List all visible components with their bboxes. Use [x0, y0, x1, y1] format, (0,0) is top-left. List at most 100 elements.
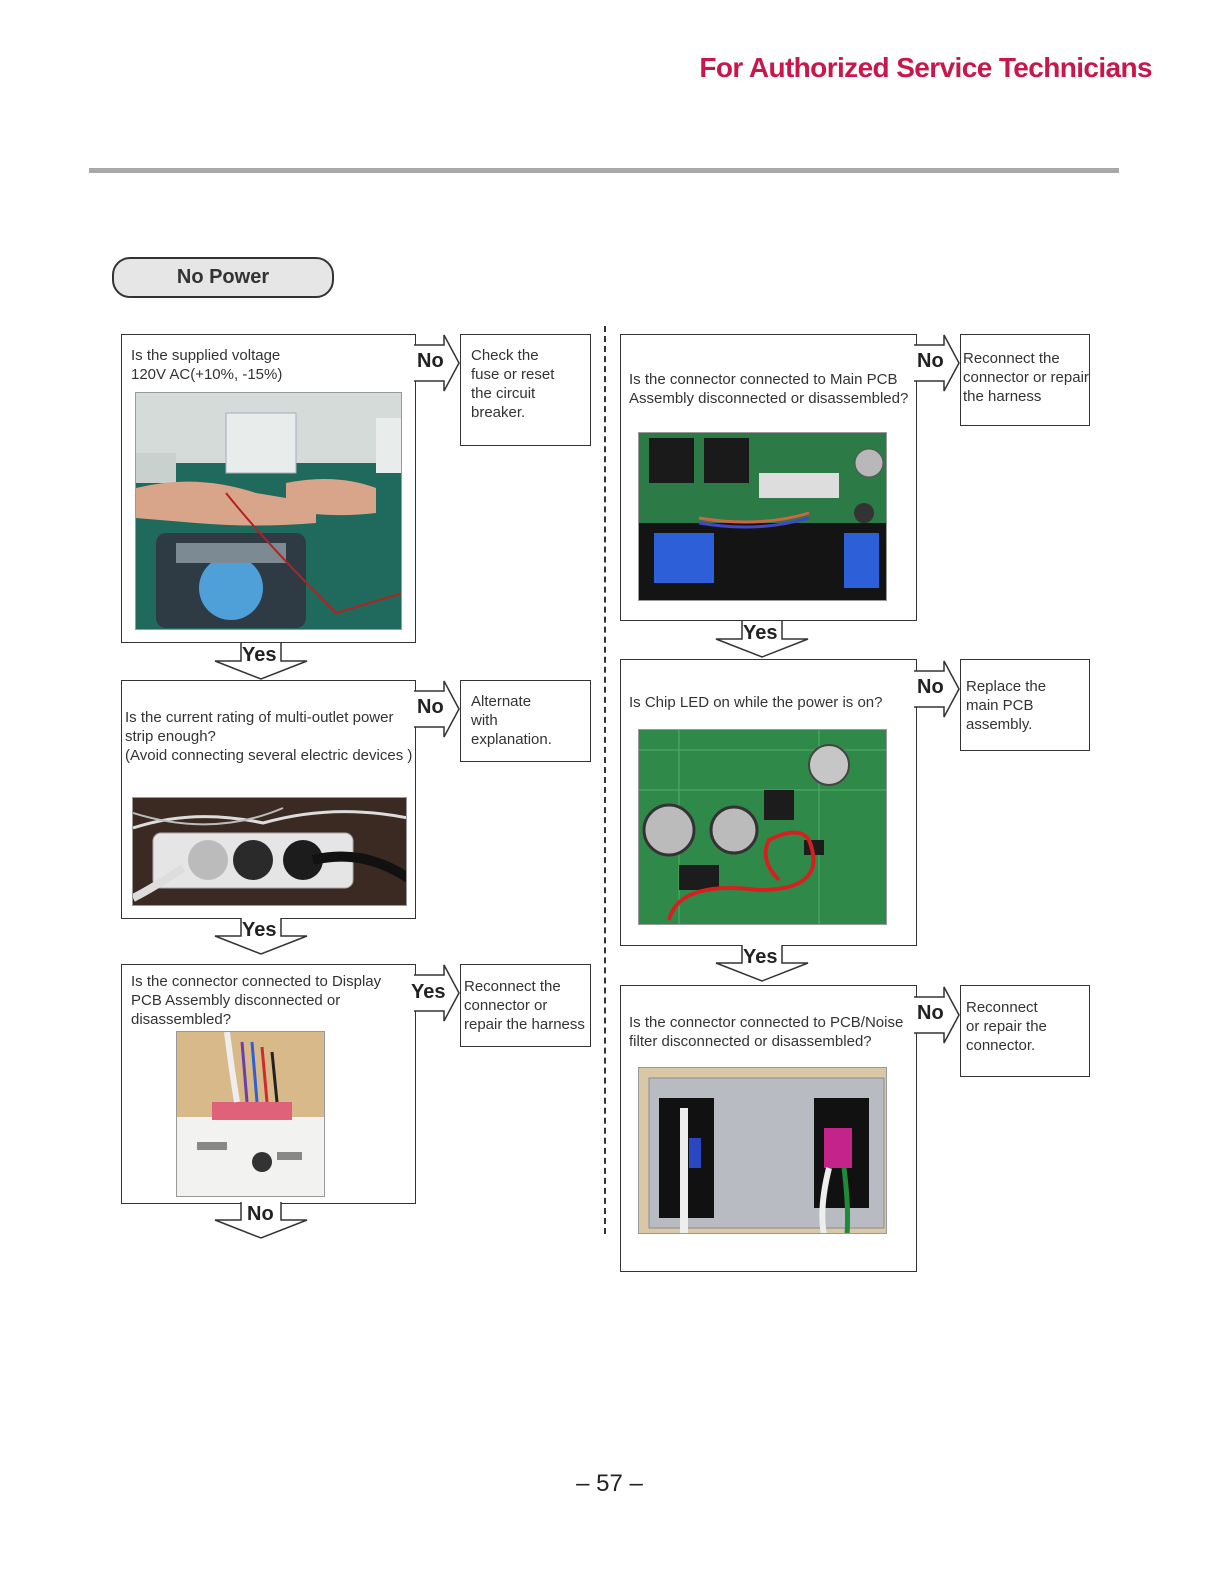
header-rule — [89, 168, 1119, 173]
right-answer-box-3: Reconnect or repair the connector. — [960, 985, 1090, 1077]
right-answer-1-text: Reconnect the connector or repair the ha… — [963, 349, 1089, 406]
text-line: Check the — [471, 347, 539, 364]
left-question-2-text: Is the current rating of multi-outlet po… — [125, 708, 415, 765]
text-line: the harness — [963, 388, 1042, 405]
text-line: with — [471, 712, 498, 729]
left-answer-box-3: Reconnect the connector or repair the ha… — [460, 964, 591, 1047]
down-arrow-icon — [214, 643, 308, 680]
right-question-1-text: Is the connector connected to Main PCB A… — [629, 370, 914, 408]
left-answer-box-1: Check the fuse or reset the circuit brea… — [460, 334, 591, 446]
photo-display-pcb-connector — [176, 1031, 325, 1197]
yes-label: Yes — [743, 622, 778, 644]
text-line: Reconnect the — [963, 350, 1060, 367]
text-line: connector. — [966, 1037, 1036, 1054]
left-yes-arrow-3: Yes — [411, 963, 462, 1023]
yes-label: Yes — [242, 644, 277, 666]
right-question-box-1: Is the connector connected to Main PCB A… — [620, 334, 917, 621]
text-line: disassembled? — [131, 1011, 232, 1028]
photo-chip-led-pcb — [638, 729, 887, 925]
left-yes-arrow-2: Yes — [213, 916, 309, 956]
text-line: Replace the — [966, 678, 1047, 695]
down-arrow-icon — [214, 918, 308, 955]
no-label: No — [917, 350, 944, 372]
no-label: No — [917, 1002, 944, 1024]
no-label: No — [417, 696, 444, 718]
header-title: For Authorized Service Technicians — [699, 52, 1152, 83]
right-answer-box-2: Replace the main PCB assembly. — [960, 659, 1090, 751]
no-label: No — [247, 1203, 274, 1225]
text-line: fuse or reset — [471, 366, 555, 383]
text-line: repair the harness — [464, 1016, 585, 1033]
text-line: Is the connector connected to PCB/Noise — [629, 1014, 904, 1031]
right-arrow-icon — [914, 334, 960, 392]
left-yes-arrow-1: Yes — [213, 641, 309, 681]
text-line: breaker. — [471, 404, 526, 421]
left-question-3-text: Is the connector connected to Display PC… — [131, 972, 411, 1029]
no-label: No — [917, 676, 944, 698]
text-line: strip enough? — [125, 728, 216, 745]
text-line: Is the supplied voltage — [131, 347, 281, 364]
left-question-1-text: Is the supplied voltage 120V AC(+10%, -1… — [131, 346, 411, 384]
text-line: PCB Assembly disconnected or — [131, 992, 341, 1009]
text-line: Is Chip LED on while the power is on? — [629, 694, 883, 711]
yes-label: Yes — [411, 981, 446, 1003]
left-question-box-3: Is the connector connected to Display PC… — [121, 964, 416, 1204]
right-arrow-icon — [414, 680, 460, 738]
right-arrow-icon — [914, 986, 960, 1044]
text-line: assembly. — [966, 716, 1033, 733]
photo-multimeter-outlet — [135, 392, 402, 630]
text-line: the circuit — [471, 385, 536, 402]
right-question-3-text: Is the connector connected to PCB/Noise … — [629, 1013, 914, 1051]
left-no-arrow-2: No — [412, 679, 462, 739]
right-answer-2-text: Replace the main PCB assembly. — [966, 677, 1088, 734]
text-line: Reconnect the — [464, 978, 561, 995]
right-question-box-2: Is Chip LED on while the power is on? — [620, 659, 917, 946]
section-title-no-power: No Power — [112, 257, 334, 298]
column-divider — [604, 326, 606, 1234]
text-line: 120V AC(+10%, -15%) — [131, 366, 283, 383]
photo-noise-filter-connector — [638, 1067, 887, 1234]
text-line: (Avoid connecting several electric devic… — [125, 747, 413, 764]
text-line: connector or — [464, 997, 548, 1014]
text-line: Reconnect — [966, 999, 1038, 1016]
right-answer-3-text: Reconnect or repair the connector. — [966, 998, 1088, 1055]
text-line: filter disconnected or disassembled? — [629, 1033, 872, 1050]
text-line: or repair the — [966, 1018, 1047, 1035]
text-line: main PCB — [966, 697, 1034, 714]
yes-label: Yes — [242, 919, 277, 941]
left-question-box-1: Is the supplied voltage 120V AC(+10%, -1… — [121, 334, 416, 643]
left-answer-3-text: Reconnect the connector or repair the ha… — [464, 977, 590, 1034]
left-no-arrow-1: No — [412, 333, 462, 393]
right-arrow-icon — [414, 334, 460, 392]
down-arrow-icon — [214, 1202, 308, 1239]
text-line: Is the connector connected to Main PCB — [629, 371, 898, 388]
text-line: connector or repair — [963, 369, 1089, 386]
down-arrow-icon — [715, 945, 809, 982]
text-line: Assembly disconnected or disassembled? — [629, 390, 909, 407]
text-line: Alternate — [471, 693, 532, 710]
text-line: Is the current rating of multi-outlet po… — [125, 709, 394, 726]
page-number: – 57 – — [576, 1470, 643, 1497]
left-answer-2-text: Alternate with explanation. — [471, 692, 589, 749]
right-no-arrow-3: No — [912, 985, 962, 1045]
right-question-2-text: Is Chip LED on while the power is on? — [629, 693, 914, 712]
down-arrow-icon — [715, 621, 809, 658]
right-arrow-icon — [414, 964, 460, 1022]
photo-main-pcb-connector — [638, 432, 887, 601]
right-question-box-3: Is the connector connected to PCB/Noise … — [620, 985, 917, 1272]
no-label: No — [417, 350, 444, 372]
yes-label: Yes — [743, 946, 778, 968]
right-no-arrow-1: No — [912, 333, 962, 393]
right-arrow-icon — [914, 660, 960, 718]
left-answer-box-2: Alternate with explanation. — [460, 680, 591, 762]
right-no-arrow-2: No — [912, 659, 962, 719]
text-line: Is the connector connected to Display — [131, 973, 382, 990]
right-yes-arrow-1: Yes — [714, 619, 810, 659]
right-yes-arrow-2: Yes — [714, 943, 810, 983]
text-line: explanation. — [471, 731, 552, 748]
left-no-arrow-3: No — [213, 1200, 309, 1240]
photo-power-strip — [132, 797, 407, 906]
right-answer-box-1: Reconnect the connector or repair the ha… — [960, 334, 1090, 426]
left-answer-1-text: Check the fuse or reset the circuit brea… — [471, 346, 589, 422]
left-question-box-2: Is the current rating of multi-outlet po… — [121, 680, 416, 919]
